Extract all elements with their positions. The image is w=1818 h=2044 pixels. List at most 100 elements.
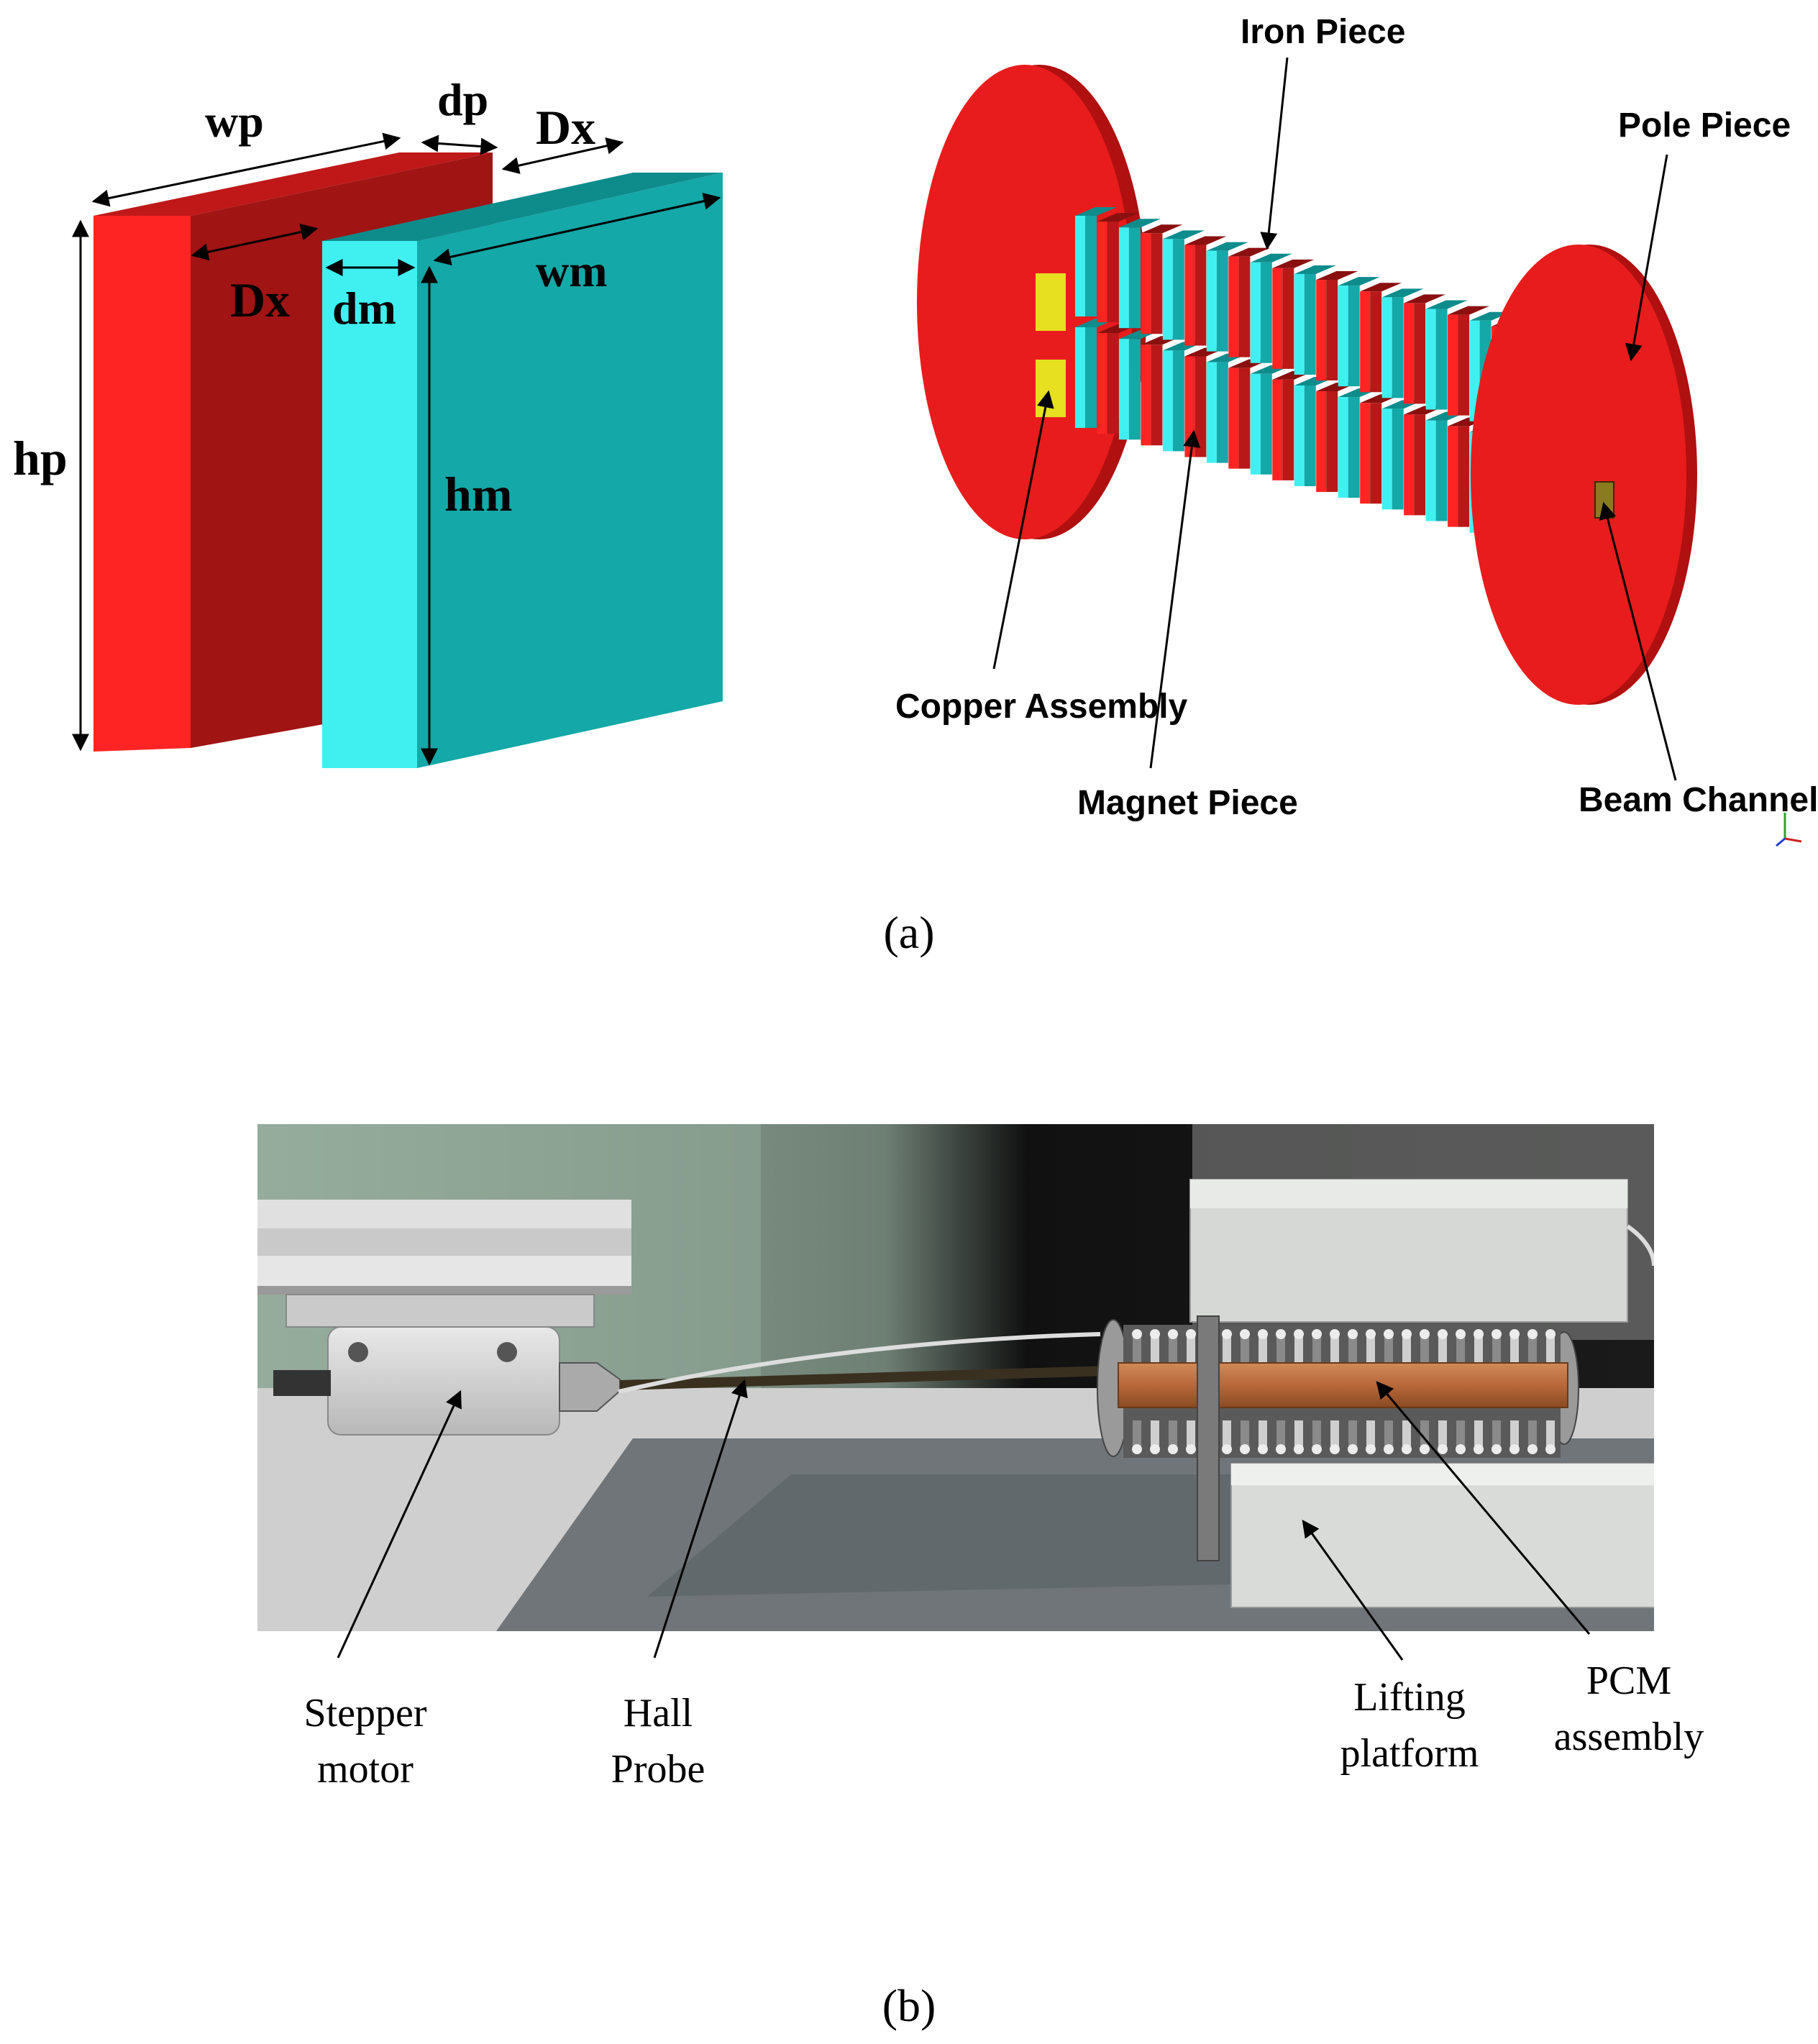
pcm-rod (1133, 1334, 1141, 1363)
magnet-plate-side (1172, 239, 1184, 340)
iron-plate-side (1458, 314, 1470, 416)
pcm-screw-head (1456, 1444, 1466, 1454)
pcm-screw-head (1150, 1329, 1160, 1339)
caption-b: (b) (882, 1980, 936, 2031)
stepper-motor-flange (286, 1294, 595, 1328)
pcm-screw-head (1420, 1329, 1430, 1339)
beam-channel (1594, 481, 1614, 519)
pcm-screw-head (1509, 1329, 1520, 1339)
hall-probe-rod (619, 1366, 1108, 1390)
magnet-piece-side (417, 173, 723, 768)
iron-plate (1184, 245, 1195, 346)
dx-front-label: Dx (230, 273, 290, 327)
caption-a: (a) (883, 907, 934, 958)
iron-plate-side (1195, 245, 1207, 346)
iron-plate-side (1414, 303, 1426, 404)
pcm-screw-head (1312, 1444, 1322, 1454)
pcm-rod (1241, 1420, 1249, 1449)
magnet-plate (1162, 350, 1173, 452)
pcm-screw-head (1492, 1444, 1502, 1454)
pcm-screw-head (1545, 1329, 1556, 1339)
pcm-screw-head (1366, 1444, 1376, 1454)
magnet-plate (1294, 273, 1305, 375)
iron-plate (1404, 414, 1415, 516)
wm-arrow (433, 192, 721, 266)
magnet-plate (1118, 339, 1129, 440)
pcm-screw-head (1527, 1444, 1538, 1454)
magnet-plate-top (1118, 219, 1161, 228)
rail-top (257, 1200, 631, 1228)
hall-probe-arrow (653, 1379, 748, 1659)
pcm-rod (1169, 1420, 1177, 1449)
magnet-plate (1206, 250, 1217, 352)
magnet-plate (1075, 327, 1085, 428)
axis-triad-icon (1776, 813, 1802, 847)
hall-probe-label-line1: Hall (623, 1691, 693, 1735)
pcm-rod (1402, 1420, 1411, 1449)
pcm-screw-head (1258, 1444, 1268, 1454)
iron-plate (1141, 345, 1151, 446)
pcm-screw-head (1168, 1444, 1178, 1454)
magnet-plate-side (1128, 227, 1141, 329)
iron-plate-side (1370, 291, 1382, 393)
pcm-screw-head (1348, 1329, 1358, 1339)
lifting-platform-label-line1: Lifting (1353, 1675, 1466, 1720)
stepper-motor-arrow (337, 1390, 462, 1659)
pcm-screw-head (1312, 1329, 1322, 1339)
pcm-screw-head (1384, 1444, 1394, 1454)
magnet-plate-top (1469, 311, 1512, 321)
right-pole-disc (1471, 245, 1686, 705)
iron-plate-top (1228, 247, 1271, 257)
magnet-piece-front (322, 241, 417, 768)
copper-assembly-label: Copper Assembly (895, 688, 1188, 726)
pcm-rod (1330, 1334, 1339, 1363)
iron-plate (1097, 333, 1107, 434)
pole-piece-arrow (1625, 154, 1668, 362)
iron-plate-side (1107, 333, 1119, 434)
magnet-plate (1250, 262, 1261, 363)
pcm-rod (1438, 1334, 1447, 1363)
iron-plate-top (1316, 271, 1358, 280)
magnet-plate-top (1075, 207, 1117, 216)
pcm-screw-head (1438, 1329, 1448, 1339)
iron-plate-side (1370, 403, 1382, 504)
iron-plate (1141, 233, 1151, 334)
pcm-screw-head (1168, 1329, 1178, 1339)
pcm-screw-head (1366, 1329, 1376, 1339)
pcm-rod (1259, 1420, 1267, 1449)
pcm-screw-head (1294, 1444, 1304, 1454)
pcm-rod (1223, 1334, 1231, 1363)
magnet-plate-side (1260, 373, 1272, 475)
magnet-plate-side (1172, 350, 1184, 452)
magnet-plate (1206, 362, 1217, 463)
pcm-rod (1312, 1334, 1321, 1363)
pcm-screw-head (1276, 1329, 1286, 1339)
pcm-screw-head (1402, 1329, 1412, 1339)
magnet-plate (1075, 216, 1085, 316)
pcm-rod (1241, 1334, 1249, 1363)
wm-label: wm (536, 245, 608, 296)
pcm-screw-head (1132, 1329, 1142, 1339)
pcm-rod (1348, 1420, 1357, 1449)
magnet-plate-side (1085, 216, 1097, 316)
iron-piece-arrow (1260, 57, 1289, 250)
pcm-screw-head (1348, 1444, 1358, 1454)
magnet-plate (1162, 239, 1173, 340)
magnet-plate-top (1162, 230, 1205, 239)
magnet-plate-side (1216, 250, 1228, 352)
pcm-screw-head (1330, 1444, 1340, 1454)
pcm-rod (1223, 1420, 1231, 1449)
pcm-rod (1510, 1420, 1519, 1449)
stepper-motor-label-line2: motor (317, 1747, 414, 1792)
magnet-plate (1250, 373, 1261, 475)
magnet-plate-top (1294, 265, 1336, 274)
iron-plate (1097, 222, 1107, 323)
copper-assembly-lower (1036, 360, 1066, 417)
pcm-rod (1492, 1420, 1501, 1449)
lifting-platform-arrow (1302, 1520, 1404, 1661)
pole-magnet-sketch: wp dp Dx Dx dm wm hp hm (13, 74, 723, 768)
dx-top-arrow (501, 137, 624, 174)
pcm-rod (1187, 1334, 1195, 1363)
pcm-rod (1366, 1334, 1375, 1363)
